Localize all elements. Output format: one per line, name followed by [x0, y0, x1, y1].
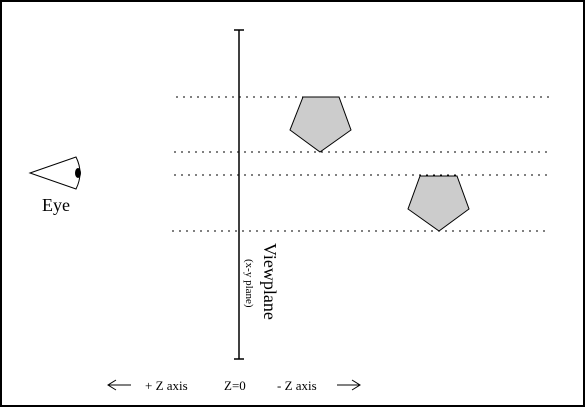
eye-label: Eye	[42, 195, 70, 215]
arrow-left-icon	[107, 379, 131, 391]
pentagon-object-near	[289, 96, 352, 153]
plus-z-axis-label: + Z axis	[145, 378, 188, 393]
arrow-right-icon	[337, 379, 361, 391]
viewplane-sublabel: (x-y plane)	[243, 259, 255, 308]
z-zero-label: Z=0	[224, 378, 246, 393]
viewplane-line	[234, 29, 244, 360]
pentagon-object-far	[407, 175, 470, 232]
viewplane-label: Viewplane	[260, 243, 280, 320]
minus-z-axis-label: - Z axis	[277, 378, 317, 393]
eye-icon	[28, 156, 81, 190]
